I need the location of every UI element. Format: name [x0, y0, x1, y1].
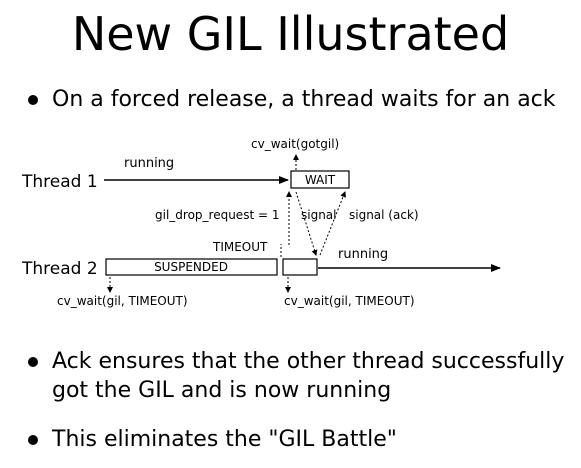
- timeout-wait-box: [282, 258, 318, 276]
- wait-box-label: WAIT: [305, 173, 336, 187]
- thread1-running-label: running: [124, 156, 174, 171]
- slide-title: New GIL Illustrated: [71, 7, 510, 61]
- bullet-text: On a forced release, a thread waits for …: [52, 87, 556, 112]
- signal-label: signal: [301, 208, 337, 222]
- bullet-text: Ack ensures that the other thread succes…: [52, 349, 565, 403]
- cv-wait-timeout-right-label: cv_wait(gil, TIMEOUT): [284, 294, 415, 308]
- wait-box: [290, 170, 350, 189]
- signal-ack-label: signal (ack): [349, 208, 419, 222]
- bullet-item: This eliminates the "GIL Battle": [28, 425, 397, 454]
- gil-drop-request-label: gil_drop_request = 1: [155, 208, 279, 222]
- bullet-dot-icon: [28, 357, 38, 367]
- bullet-text: This eliminates the "GIL Battle": [52, 427, 397, 452]
- suspended-box: [105, 258, 278, 276]
- bullet-item: Ack ensures that the other thread succes…: [28, 347, 568, 405]
- thread2-running-label: running: [338, 247, 388, 262]
- signal-ack-arrow: [319, 191, 346, 256]
- bullet-dot-icon: [28, 435, 38, 445]
- cv-wait-gotgil-label: cv_wait(gotgil): [251, 137, 339, 151]
- thread2-label: Thread 2: [21, 259, 98, 279]
- timeout-label: TIMEOUT: [212, 240, 268, 254]
- cv-wait-timeout-left-label: cv_wait(gil, TIMEOUT): [57, 294, 188, 308]
- bullet-item: On a forced release, a thread waits for …: [28, 85, 556, 114]
- bullet-dot-icon: [28, 95, 38, 105]
- thread1-label: Thread 1: [21, 172, 98, 192]
- signal-arrow: [295, 191, 318, 256]
- suspended-box-label: SUSPENDED: [154, 260, 228, 274]
